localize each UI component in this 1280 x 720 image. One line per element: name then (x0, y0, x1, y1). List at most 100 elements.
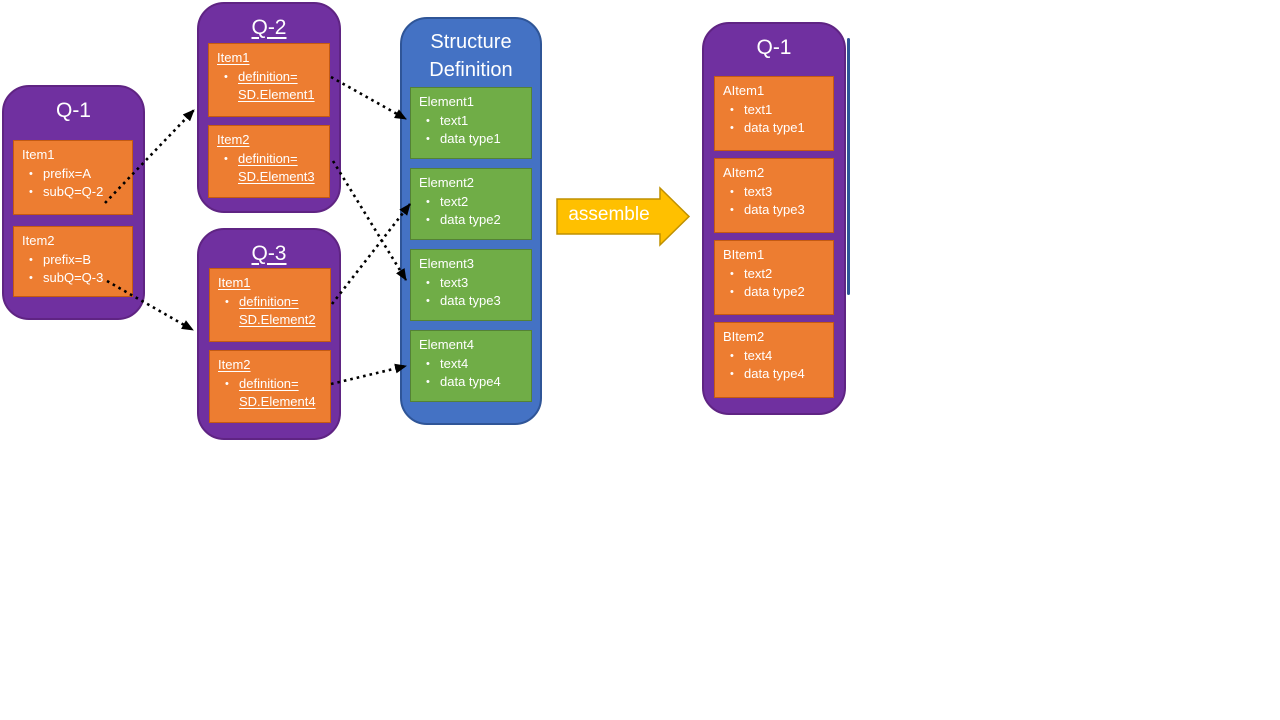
item-bullet-text: definition= (238, 68, 298, 84)
item-bullet: • definition= (217, 150, 325, 169)
assembled-bitem2-box: BItem2 •text4 • data type4 (714, 322, 834, 398)
connector-q3item2-to-element4 (330, 363, 407, 386)
item-bullet-text: text3 (744, 183, 773, 199)
bullet-icon: • (426, 133, 430, 145)
item-bullet-continuation: SD.Element2 (239, 312, 316, 327)
item-bullet-continuation: SD.Element4 (239, 394, 316, 409)
bullet-icon: • (225, 377, 229, 390)
bullet-icon: • (730, 204, 734, 216)
item-header: Item1 (22, 147, 55, 162)
bullet-icon: • (426, 195, 430, 208)
q3-item2-box: Item2 •definition= SD.Element4 (209, 350, 331, 423)
item-header: Item1 (218, 275, 251, 290)
item-header: Element3 (419, 256, 474, 271)
connector-q2item2-to-element3 (331, 160, 408, 281)
item-bullet: • subQ=Q-3 (22, 269, 128, 288)
item-bullet-text: text2 (440, 193, 469, 209)
bullet-icon: • (224, 152, 228, 165)
item-header: Item2 (22, 233, 55, 248)
item-bullet-text: subQ=Q-3 (43, 270, 104, 285)
item-bullet-text: definition= (239, 375, 299, 391)
item-header: AItem2 (723, 165, 765, 180)
item-bullet: • prefix=B (22, 251, 128, 270)
item-bullet: • data type2 (723, 283, 829, 302)
item-bullet-text: definition= (239, 293, 299, 309)
bullet-icon: • (426, 276, 430, 289)
q3-item1-box: Item1 • definition= SD.Element2 (209, 268, 331, 342)
item-bullet-text: subQ=Q-2 (43, 184, 104, 199)
bullet-icon: • (730, 103, 734, 116)
item-bullet: •text4 (723, 347, 829, 366)
bullet-icon: • (29, 253, 33, 266)
bullet-icon: • (29, 167, 33, 180)
bullet-icon: • (426, 357, 430, 370)
item-bullet-text: data type1 (440, 131, 501, 146)
item-header: Element4 (419, 337, 474, 352)
bullet-icon: • (225, 295, 229, 308)
bullet-icon: • (730, 349, 734, 362)
item-bullet: • definition= (218, 293, 326, 312)
bullet-icon: • (730, 122, 734, 134)
q1-item1-box: Item1 •prefix=A •subQ=Q-2 (13, 140, 133, 215)
bullet-icon: • (29, 272, 33, 284)
q2-item1-box: Item1 • definition= SD.Element1 (208, 43, 330, 117)
item-bullet-text: prefix=B (43, 251, 92, 267)
item-bullet-text: data type3 (440, 293, 501, 308)
item-bullet-text: data type4 (744, 366, 805, 381)
item-bullet: • data type4 (723, 365, 829, 384)
item-header: Item1 (217, 50, 250, 65)
item-bullet-text: definition= (238, 150, 298, 166)
item-bullet: •subQ=Q-2 (22, 183, 128, 202)
item-bullet-continuation: SD.Element1 (238, 87, 315, 102)
bullet-icon: • (224, 70, 228, 83)
item-header: BItem2 (723, 329, 765, 344)
item-bullet-text: data type2 (440, 212, 501, 227)
item-bullet: • text4 (419, 355, 527, 374)
bullet-icon: • (426, 295, 430, 307)
item-bullet-text: data type4 (440, 374, 501, 389)
item-bullet: • text3 (419, 274, 527, 293)
item-bullet-text: text1 (440, 112, 469, 128)
panel-q3-title: Q-3 (251, 242, 287, 265)
item-bullet: • data type1 (419, 130, 527, 149)
bullet-icon: • (730, 286, 734, 298)
connector-q3item1-to-element2 (330, 203, 412, 305)
sd-element4-box: Element4 • text4 • data type4 (410, 330, 532, 402)
bullet-icon: • (426, 376, 430, 388)
assemble-arrow-label: assemble (568, 204, 650, 225)
item-bullet-text: text2 (744, 265, 773, 281)
q1-item2-box: Item2 • prefix=B • subQ=Q-3 (13, 226, 133, 297)
item-bullet: •text1 (723, 101, 829, 120)
item-bullet-text: data type1 (744, 120, 805, 135)
blue-edge-line (847, 38, 850, 295)
item-bullet-text: data type2 (744, 284, 805, 299)
assembled-bitem1-box: BItem1 • text2 • data type2 (714, 240, 834, 315)
item-header: AItem1 (723, 83, 765, 98)
item-bullet-text: text4 (440, 355, 469, 371)
sd-element2-box: Element2 • text2 •data type2 (410, 168, 532, 240)
sd-element1-box: Element1 •text1 •data type1 (410, 87, 532, 159)
item-bullet: •text3 (723, 183, 829, 202)
item-bullet: •data type2 (419, 211, 527, 230)
item-bullet-continuation: SD.Element3 (238, 169, 315, 184)
assembled-aitem2-box: AItem2 •text3 • data type3 (714, 158, 834, 233)
item-header: BItem1 (723, 247, 765, 262)
panel-structure-definition-title: Structure Definition (429, 31, 513, 81)
assembled-aitem1-box: AItem1 •text1 • data type1 (714, 76, 834, 151)
item-bullet: • data type1 (723, 119, 829, 138)
item-bullet: • data type3 (723, 201, 829, 220)
item-bullet: • text2 (723, 265, 829, 284)
item-header: Element2 (419, 175, 474, 190)
item-bullet: • text1 (419, 112, 527, 131)
bullet-icon: • (730, 267, 734, 280)
item-header: Item2 (217, 132, 250, 147)
item-bullet-text: text3 (440, 274, 469, 290)
bullet-icon: • (426, 114, 430, 127)
panel-q1-source-title: Q-1 (55, 99, 91, 122)
item-bullet: •prefix=A (22, 165, 128, 184)
item-bullet-text: data type3 (744, 202, 805, 217)
bullet-icon: • (730, 368, 734, 380)
item-bullet: • text2 (419, 193, 527, 212)
